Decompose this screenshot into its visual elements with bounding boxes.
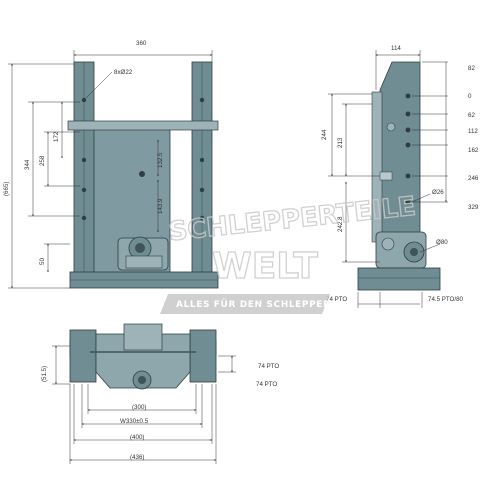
watermark-line2: WELT: [212, 246, 318, 287]
front-cross-bar: [67, 120, 219, 131]
front-dim-172: 172: [53, 131, 60, 142]
front-center-hole: [139, 171, 145, 177]
front-dim-132-5: 132.5: [157, 152, 164, 168]
top-dim-300: (300): [132, 404, 146, 411]
top-right-block: [189, 329, 217, 383]
side-pto-left: 74 PTO: [326, 296, 347, 303]
top-dim-330: W330±0.5: [120, 418, 149, 425]
top-dim-436: (436): [130, 454, 144, 461]
side-view: 114 82 0 62 112 162 246 329 Ø26 Ø80 244 …: [321, 45, 479, 308]
side-dim-213: 213: [337, 137, 344, 148]
front-post-holes: [81, 97, 205, 221]
top-center-body: [95, 333, 191, 389]
side-base: [357, 267, 441, 291]
top-dim-51-5: (51.5): [41, 366, 48, 382]
side-dim-242-8: 242.8: [337, 216, 344, 232]
side-dim-329: 329: [468, 204, 479, 211]
front-coupling: [117, 236, 169, 271]
front-dim-344: 344: [24, 159, 31, 170]
side-dim-0: 0: [468, 93, 472, 100]
side-coupling: [375, 231, 427, 269]
front-dim-360: 360: [136, 40, 147, 47]
side-hole-80: Ø80: [436, 239, 448, 246]
side-dim-112: 112: [468, 128, 478, 135]
top-left-block: [69, 329, 97, 383]
front-view: 360 8xØ22 (665) 344 258 172 50 132.5 143…: [3, 40, 219, 289]
top-dim-400: (400): [130, 434, 144, 441]
top-view: (51.5) 74 PTO 74 PTO (300) W330±0.5 (400…: [41, 323, 279, 464]
front-dim-50: 50: [39, 258, 46, 265]
side-dim-162: 162: [468, 147, 479, 154]
side-dim-244: 244: [321, 129, 328, 140]
side-dim-82: 82: [468, 65, 475, 72]
top-pto-upper: 74 PTO: [258, 363, 279, 370]
top-pto-lower: 74 PTO: [256, 381, 277, 388]
watermark-band: ALLES FÜR DEN SCHLEPPER: [160, 294, 331, 314]
front-dim-665: (665): [3, 182, 10, 196]
side-dim-246: 246: [468, 175, 479, 182]
front-dim-258: 258: [39, 155, 46, 166]
watermark-band-text: ALLES FÜR DEN SCHLEPPER: [176, 299, 331, 310]
front-hole-label: 8xØ22: [114, 69, 133, 76]
side-hole-26: Ø26: [432, 189, 444, 196]
side-holes: [405, 93, 411, 205]
front-dim-143-9: 143.9: [157, 198, 164, 214]
side-pto-right: 74.5 PTO/80: [428, 296, 464, 303]
top-coupling-block: [123, 323, 163, 351]
side-dim-62: 62: [468, 112, 475, 119]
side-dim-114: 114: [391, 45, 401, 52]
